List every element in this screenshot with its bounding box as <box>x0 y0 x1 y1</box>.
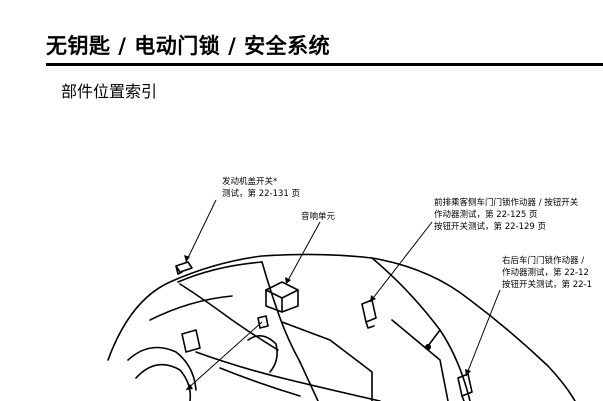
callout-hood-switch-ref: 测试，第 22-131 页 <box>222 189 301 199</box>
callout-front-actuator-ref2: 按钮开关测试，第 22-129 页 <box>434 222 547 232</box>
antenna-base <box>425 344 431 350</box>
windshield-edge <box>179 283 279 351</box>
callout-front-actuator-ref1: 作动器测试，第 22-125 页 <box>434 210 538 220</box>
leader-speaker <box>285 221 321 285</box>
antenna <box>427 329 441 347</box>
body-side-line <box>195 351 381 401</box>
callout-hood-switch: 发动机盖开关* 测试，第 22-131 页 <box>222 176 300 200</box>
leader-hood-switch <box>185 199 217 263</box>
callout-rear-actuator-ref2: 按钮开关测试，第 22-1 <box>502 280 592 290</box>
callout-right-rear-actuator: 右后车门门锁作动器 / 作动器测试，第 22-12 按钮开关测试，第 22-1 <box>502 255 592 291</box>
dash-sensor <box>257 315 269 329</box>
callout-front-passenger-actuator: 前排乘客侧车门门锁作动器 / 按钮开关 作动器测试，第 22-125 页 按钮开… <box>434 197 578 233</box>
title-rule <box>46 63 603 66</box>
a-pillar <box>261 261 301 363</box>
roof-rear-edge <box>371 257 471 401</box>
callout-speaker-name: 音响单元 <box>301 212 336 222</box>
leader-dash-sensor <box>185 321 263 391</box>
hood-switch-part <box>175 261 193 273</box>
side-mirror <box>181 329 201 353</box>
front-wheel-arch <box>127 346 197 391</box>
page-title: 无钥匙 / 电动门锁 / 安全系统 <box>46 34 331 58</box>
speaker-box <box>265 281 299 313</box>
sill-line <box>219 367 301 397</box>
section-subtitle: 部件位置索引 <box>61 82 158 101</box>
windshield-top <box>177 261 263 283</box>
callout-hood-switch-name: 发动机盖开关* <box>222 177 278 187</box>
front-wheel <box>135 363 192 401</box>
leader-front-actuator <box>369 221 433 303</box>
callout-speaker: 音响单元 <box>301 211 335 223</box>
hood-crease <box>149 295 233 321</box>
rear-window <box>391 319 449 401</box>
leader-rear-actuator <box>465 289 501 377</box>
callout-rear-actuator-name: 右后车门门锁作动器 / <box>502 256 585 266</box>
front-actuator-part <box>361 299 377 323</box>
seat-outline <box>247 335 278 373</box>
rear-actuator-part <box>457 373 473 397</box>
callout-rear-actuator-ref1: 作动器测试，第 22-12 <box>502 268 589 278</box>
callout-front-actuator-name: 前排乘客侧车门门锁作动器 / 按钮开关 <box>434 198 579 208</box>
front-window <box>281 321 373 401</box>
door-line <box>299 361 319 401</box>
